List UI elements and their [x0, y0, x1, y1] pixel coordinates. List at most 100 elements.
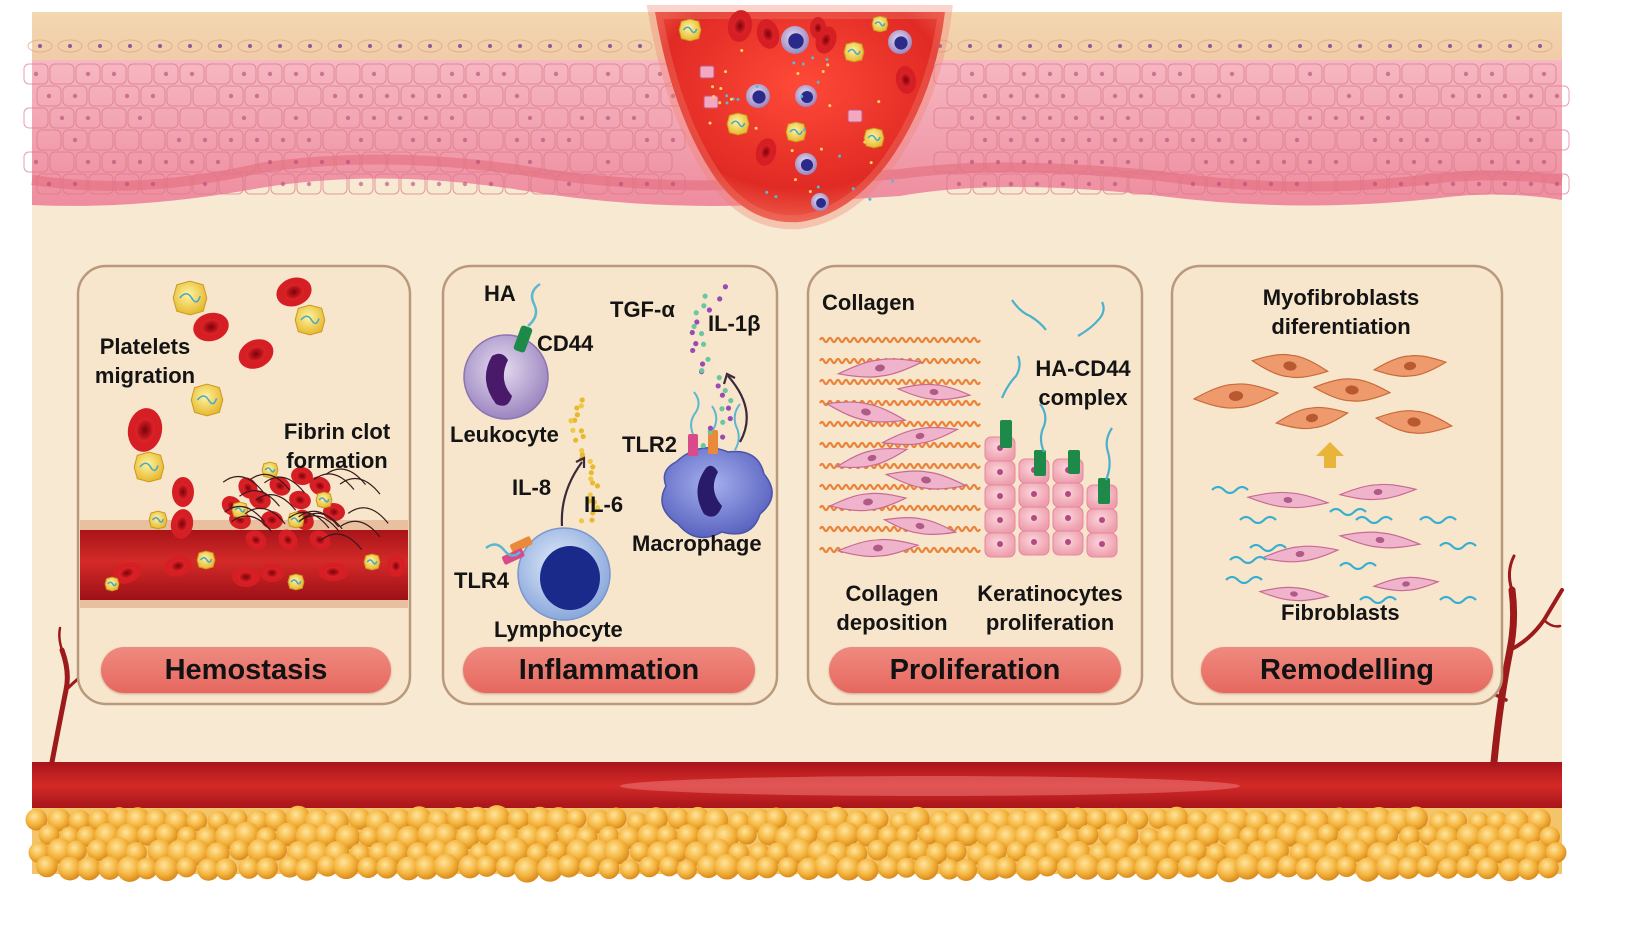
- blood-vessel-layer: [32, 762, 1562, 814]
- platelet: [294, 304, 326, 336]
- fibroblast-cell: [825, 401, 907, 423]
- keratinocyte: [1018, 506, 1050, 532]
- fibroblast-cell: [828, 492, 908, 512]
- wound-site: [646, 4, 953, 230]
- label-fibrin-clot-formation: Fibrin clot formation: [283, 419, 391, 473]
- platelet: [231, 501, 249, 519]
- red-blood-cell: [755, 138, 777, 166]
- keratinocyte: [1052, 506, 1084, 532]
- fibroblast-cell: [880, 426, 960, 446]
- platelet: [148, 510, 168, 530]
- fibroblast-cell: [1338, 483, 1418, 501]
- fibroblast-cell: [836, 538, 920, 558]
- red-blood-cell: [193, 312, 229, 342]
- red-blood-cell: [309, 530, 331, 550]
- fibroblast-cell: [1258, 586, 1330, 602]
- immune-cell: [795, 153, 817, 175]
- label-il-6: IL-6: [584, 492, 624, 517]
- keratinocyte: [1052, 482, 1084, 508]
- red-blood-cell: [387, 555, 405, 577]
- label-tlr4: TLR4: [454, 568, 509, 593]
- label-platelets-migration: Platelets migration: [94, 334, 196, 388]
- red-blood-cell: [291, 466, 313, 486]
- red-blood-cell: [276, 277, 312, 307]
- cytokine-dots: [568, 284, 734, 524]
- keratinocyte: [1052, 530, 1084, 556]
- platelet: [190, 383, 224, 417]
- label-tgf-alpha: TGF-α: [610, 297, 675, 322]
- phase-pill-inflammation: Inflammation: [463, 647, 755, 693]
- immune-cell: [781, 26, 809, 54]
- platelet: [785, 121, 807, 143]
- phase-pill-proliferation: Proliferation: [829, 647, 1121, 693]
- fibroblast-cell: [882, 517, 958, 535]
- fibroblast-cell: [836, 358, 924, 378]
- fibroblast-cell: [1251, 353, 1329, 379]
- platelet: [871, 15, 889, 33]
- fibroblast-cell: [1246, 491, 1330, 509]
- platelet: [726, 112, 750, 136]
- myofibroblasts: [1192, 353, 1454, 434]
- label-lymphocyte: Lymphocyte: [494, 617, 623, 642]
- fibroblast-cell: [896, 383, 972, 401]
- platelet: [678, 18, 702, 42]
- fibroblasts-cells: [1211, 483, 1477, 605]
- immune-cell: [746, 84, 770, 108]
- fibroblast-cell: [1372, 576, 1440, 592]
- platelet: [843, 41, 865, 63]
- label-collagen: Collagen: [822, 290, 915, 315]
- keratinocyte: [984, 508, 1016, 534]
- immune-cell: [795, 85, 817, 107]
- keratinocyte: [984, 532, 1016, 558]
- keratinocyte: [1086, 532, 1118, 558]
- ha-chains-proliferation: [1000, 299, 1113, 481]
- red-blood-cell: [278, 529, 298, 551]
- secretion-arrows: [560, 372, 748, 527]
- red-blood-cell: [756, 19, 780, 49]
- platelet: [363, 553, 381, 571]
- keratinocyte: [1086, 508, 1118, 534]
- fibroblast-cell: [1192, 383, 1280, 409]
- fibroblast-cell: [835, 447, 909, 469]
- platelet: [315, 491, 333, 509]
- platelet: [863, 127, 885, 149]
- panel-remodelling: [1170, 264, 1504, 706]
- label-tlr2: TLR2: [622, 432, 677, 457]
- platelet: [133, 451, 165, 483]
- red-blood-cell: [309, 476, 331, 496]
- red-blood-cell: [172, 477, 194, 507]
- platelet: [104, 576, 120, 592]
- keratinocyte: [1018, 482, 1050, 508]
- fibroblast-cell: [1260, 545, 1340, 563]
- label-macrophage: Macrophage: [632, 531, 762, 556]
- red-blood-cell: [127, 408, 163, 452]
- label-collagen-deposition: Collagen deposition: [836, 581, 948, 635]
- red-blood-cell: [289, 490, 311, 510]
- collagen-fibroblasts: [819, 336, 981, 558]
- keratinocyte: [1018, 530, 1050, 556]
- red-blood-cell: [238, 339, 274, 369]
- red-blood-cell: [164, 555, 192, 577]
- red-blood-cell: [260, 564, 284, 582]
- label-myofibroblasts-differentiation: Myofibroblasts diferentiation: [1262, 285, 1420, 339]
- red-blood-cell: [810, 17, 826, 39]
- hemostasis-blood-cells: [104, 277, 405, 592]
- red-blood-cell: [269, 476, 291, 496]
- platelet: [172, 280, 208, 316]
- keratinocyte-layer: [984, 420, 1118, 558]
- fibroblast-cell: [1312, 378, 1392, 402]
- red-blood-cell: [318, 563, 348, 581]
- fibroblast-cell: [1338, 531, 1422, 549]
- red-blood-cell: [245, 530, 267, 550]
- keratinocyte: [984, 484, 1016, 510]
- fibroblast-cell: [1374, 410, 1454, 434]
- label-fibroblasts: Fibroblasts: [1281, 600, 1400, 625]
- red-blood-cell: [170, 509, 194, 539]
- immune-cell: [888, 30, 912, 54]
- fibrin-clot: [221, 461, 389, 551]
- label-cd44: CD44: [537, 331, 594, 356]
- label-leukocyte: Leukocyte: [450, 422, 559, 447]
- red-blood-cell: [112, 562, 142, 584]
- fibroblast-cell: [1274, 406, 1350, 430]
